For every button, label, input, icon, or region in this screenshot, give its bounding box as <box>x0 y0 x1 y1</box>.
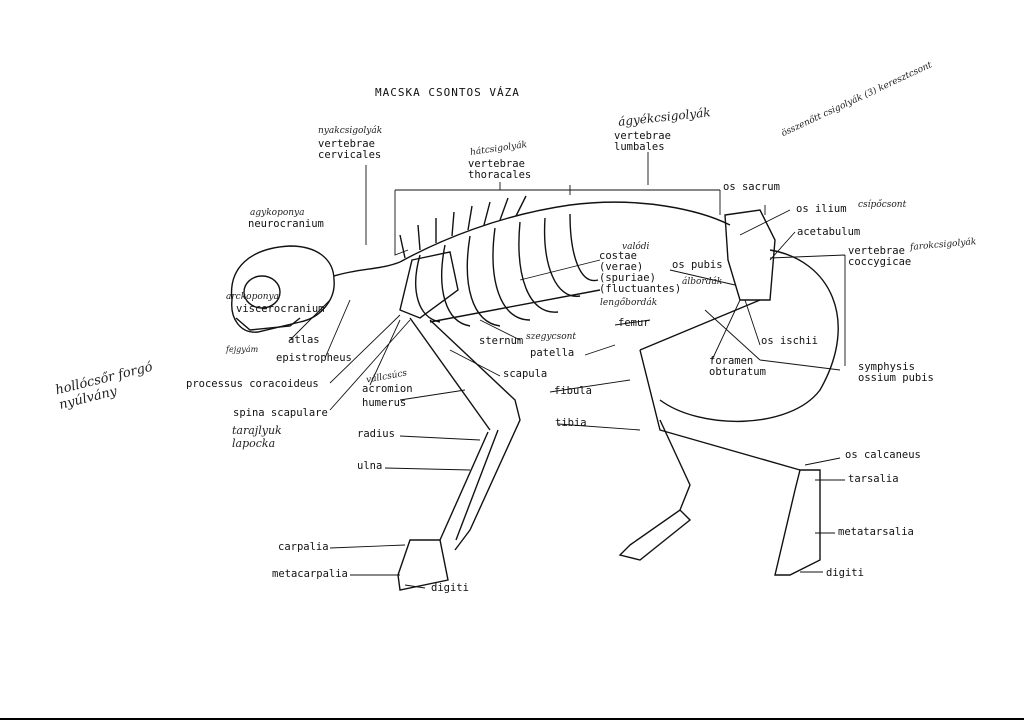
front-paw <box>397 539 449 591</box>
label-tarsalia: tarsalia <box>848 473 899 485</box>
metatarsal-bones <box>774 469 821 576</box>
leader-lines <box>289 152 846 589</box>
label-os-pubis: os pubis <box>672 259 723 271</box>
note-atlas: fejgyám <box>226 345 259 354</box>
label-epistropheus: epistropheus <box>276 352 352 364</box>
label-spina-scapulare: spina scapulare <box>233 407 328 419</box>
sternum-line <box>429 289 601 323</box>
jaw <box>235 317 301 331</box>
hind-leg-2 <box>659 419 691 511</box>
humerus-bone <box>409 317 491 431</box>
thoracic-spine <box>399 201 731 263</box>
orbit <box>243 275 281 309</box>
label-symphysis-ossium-pubis: symphysis ossium pubis <box>858 361 934 384</box>
label-viscerocranium: viscerocranium <box>236 303 325 315</box>
label-metacarpalia: metacarpalia <box>272 568 348 580</box>
note-neuro: agykoponya <box>250 208 305 218</box>
label-humerus: humerus <box>362 397 407 409</box>
hind-paw-1 <box>618 509 692 561</box>
note-viscero: arckoponya <box>226 292 280 302</box>
label-scapula: scapula <box>503 368 548 380</box>
label-os-calcaneus: os calcaneus <box>845 449 921 461</box>
label-processus-coracoideus: processus coracoideus <box>186 378 319 390</box>
note-costae-verae: valódi <box>622 242 650 252</box>
label-neurocranium: neurocranium <box>248 218 324 230</box>
note-ilium: csípőcsont <box>858 200 907 210</box>
front-leg-2 <box>429 319 521 551</box>
note-costae-spuriae: álbordák <box>682 277 723 287</box>
diagram-title: MACSKA CSONTOS VÁZA <box>375 86 520 99</box>
label-acromion: acromion <box>362 383 413 395</box>
label-ulna: ulna <box>357 460 383 472</box>
cervical-spine <box>333 261 401 277</box>
label-vertebrae-thoracales: vertebrae thoracales <box>468 158 532 181</box>
label-vertebrae-cervicales: vertebrae cervicales <box>318 138 382 161</box>
note-costae-fluct: lengőbordák <box>600 298 658 308</box>
label-metatarsalia: metatarsalia <box>838 526 914 538</box>
label-fibula: fibula <box>554 385 592 397</box>
scapula-bone <box>399 251 459 319</box>
label-tibia: tibia <box>555 417 587 429</box>
label-costae: costae (verae) (spuriae) (fluctuantes) <box>599 250 682 295</box>
skull <box>230 245 335 333</box>
note-sternum: szegycsont <box>526 332 577 342</box>
label-digiti-front: digiti <box>431 582 469 594</box>
label-os-sacrum: os sacrum <box>723 181 780 193</box>
label-femur: femur <box>618 317 650 329</box>
ribs <box>415 213 599 327</box>
label-os-ischii: os ischii <box>761 335 818 347</box>
pelvis <box>724 209 776 301</box>
scan-border-line <box>0 718 1024 720</box>
spinous-processes <box>399 195 527 259</box>
tail <box>659 249 839 422</box>
label-os-ilium: os ilium <box>796 203 847 215</box>
label-atlas: atlas <box>288 334 320 346</box>
label-radius: radius <box>357 428 395 440</box>
label-sternum: sternum <box>479 335 524 347</box>
label-patella: patella <box>530 347 575 359</box>
label-vertebrae-coccygicae: vertebrae coccygicae <box>848 245 912 268</box>
note-spina: tarajlyuk lapocka <box>232 424 282 450</box>
label-vertebrae-lumbales: vertebrae lumbales <box>614 130 671 153</box>
note-cervical: nyakcsigolyák <box>318 126 383 136</box>
femur-bone <box>639 299 761 351</box>
label-acetabulum: acetabulum <box>797 226 861 238</box>
label-foramen-obturatum: foramen obturatum <box>709 355 766 378</box>
tibia-bone <box>639 349 801 471</box>
label-digiti-hind: digiti <box>826 567 864 579</box>
radius-ulna <box>439 429 499 541</box>
label-carpalia: carpalia <box>278 541 329 553</box>
